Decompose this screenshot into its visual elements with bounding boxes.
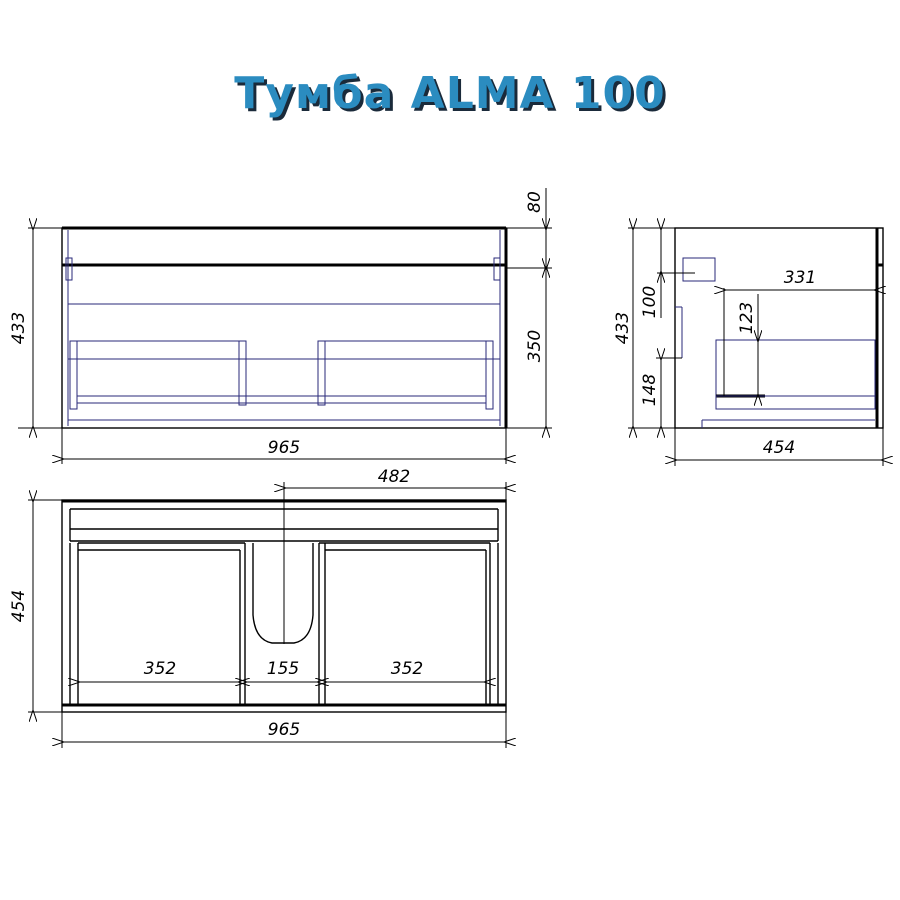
body-height-dimension: 350 [525,330,545,362]
right-drawer-width-dimension: 352 [391,659,423,679]
top-width-dimension: 965 [268,720,300,740]
half-width-dimension: 482 [378,467,410,487]
left-drawer-width-dimension: 352 [144,659,176,679]
side-height-dimension: 433 [613,312,633,344]
front-width-dimension: 965 [268,438,300,458]
drawer-depth-dimension: 331 [784,268,816,288]
side-view: 433 100 148 331 123 454 [613,228,883,466]
side-depth-dimension: 454 [763,438,795,458]
top-depth-dimension: 454 [9,590,29,622]
drawer-height-dimension: 123 [737,302,757,334]
drawing-title: Тумба ALMA 100 [234,68,666,119]
top-view: 482 454 352 155 352 965 [9,467,506,748]
top-section-dimension: 80 [525,191,545,213]
upper-offset-dimension: 100 [640,286,660,318]
center-gap-dimension: 155 [267,659,299,679]
front-view: 433 80 350 965 [9,188,552,464]
lower-offset-dimension: 148 [640,374,660,407]
front-height-dimension: 433 [9,312,29,344]
